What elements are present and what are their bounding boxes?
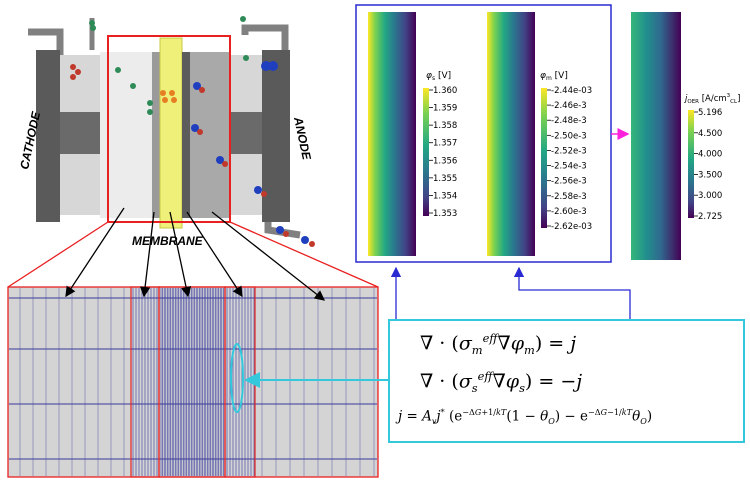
tick-label: -2.46e-3 (551, 101, 587, 111)
tick-label: -2.62e-03 (551, 222, 592, 232)
tick-label: 5.196 (698, 108, 722, 118)
cathode-inlet-pipe (28, 28, 64, 55)
tick-label: -2.54e-3 (551, 162, 587, 172)
phi-m-colorbar-title: φm [V] (540, 71, 568, 82)
zoom-line-left (7, 221, 109, 288)
tick-label: 2.725 (698, 212, 722, 222)
tick-label: 4.500 (698, 129, 722, 139)
anode-cl (182, 52, 190, 218)
zoom-frame-top (107, 35, 231, 223)
anode-label: ANODE (291, 115, 314, 162)
anode-channel (230, 112, 262, 154)
tick-label: -2.56e-3 (551, 177, 587, 187)
tick-label: -2.52e-3 (551, 146, 587, 156)
phi-m-colorbar (541, 88, 547, 228)
cathode-cl (152, 52, 160, 218)
equation-reaction-rate: j = Avj* (e−ΔG+1/kT(1 − θO) − e−ΔG−1/kTθ… (398, 407, 653, 427)
equation-solid-potential: ∇ · (σseff∇φs) = −j (420, 369, 583, 396)
j-oer-colorbar (688, 110, 694, 218)
cathode-end-plate (36, 50, 60, 222)
membrane-layer (159, 37, 183, 229)
j-oer-tick-labels: 5.196 4.500 4.000 3.500 3.000 2.725 (694, 108, 722, 222)
cathode-channel (60, 112, 100, 154)
tick-label: 1.359 (433, 104, 457, 114)
zoom-arrows (65, 207, 326, 301)
anode-gdl (190, 52, 230, 218)
tick-label: -2.60e-3 (551, 207, 587, 217)
mesh-view (7, 286, 379, 478)
phi-m-field (487, 12, 535, 256)
zoom-line-right (229, 221, 379, 288)
membrane-label: MEMBRANE (132, 234, 204, 248)
phi-s-colorbar (423, 88, 429, 216)
tick-label: 1.357 (433, 139, 457, 149)
anode-end-plate (262, 50, 290, 222)
phi-s-tick-labels: 1.360 1.359 1.358 1.357 1.356 1.355 1.354 1.353 (429, 86, 457, 219)
anode-outlet-pipe (241, 24, 289, 55)
blue-arrow-phi-m (513, 266, 631, 342)
tick-label: -2.44e-03 (551, 86, 592, 96)
tick-label: -2.58e-3 (551, 192, 587, 202)
tick-label: 1.358 (433, 121, 457, 131)
mesh-highlight-ellipse (230, 343, 244, 413)
tick-label: 1.354 (433, 191, 457, 201)
tick-label: -2.50e-3 (551, 131, 587, 141)
tick-label: 1.353 (433, 209, 457, 219)
phi-s-field (368, 12, 416, 256)
tick-label: 1.360 (433, 86, 457, 96)
tick-label: 3.000 (698, 191, 722, 201)
phi-s-colorbar-title: φs [V] (426, 71, 451, 82)
tick-label: -2.48e-3 (551, 116, 587, 126)
tick-label: 1.355 (433, 174, 457, 184)
j-oer-colorbar-title: jOER [A/cm3CL] (684, 93, 740, 105)
tick-label: 4.000 (698, 150, 722, 160)
phi-m-tick-labels: -2.44e-03 -2.46e-3 -2.48e-3 -2.50e-3 -2.52e-… (547, 86, 592, 232)
j-oer-field (631, 12, 681, 260)
electrolyzer-cell: CATHODE ANODE MEMBRANE (17, 16, 315, 248)
tick-label: 3.500 (698, 170, 722, 180)
molecules (70, 16, 315, 247)
tick-label: 1.356 (433, 156, 457, 166)
equations-box: ∇ · (σmeff∇φm) = j ∇ · (σseff∇φs) = −j j… (388, 319, 745, 443)
mesh-grid (9, 288, 377, 476)
equation-membrane-potential: ∇ · (σmeff∇φm) = j (420, 331, 577, 358)
